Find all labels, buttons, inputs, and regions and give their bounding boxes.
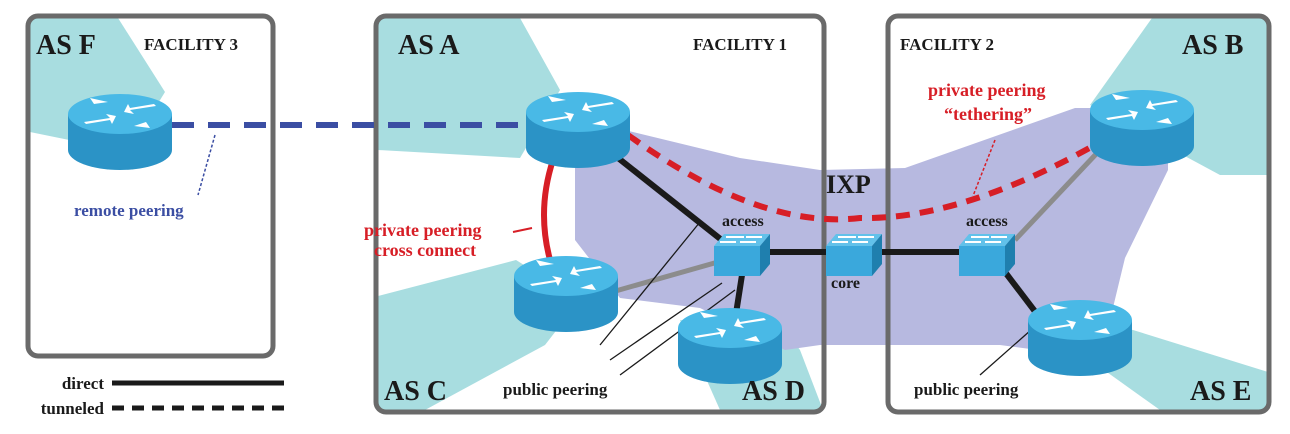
router-as-d-icon — [678, 308, 782, 384]
legend-direct-label: direct — [62, 374, 105, 393]
tethering-line2: “tethering” — [944, 104, 1032, 124]
as-d-label: AS D — [742, 376, 805, 407]
router-as-c-icon — [514, 256, 618, 332]
router-as-e-icon — [1028, 300, 1132, 376]
cross-connect-link — [541, 159, 556, 271]
public-peering-label-2: public peering — [914, 380, 1019, 399]
facility-2-frame — [885, 13, 1272, 415]
core-switch-icon — [825, 233, 883, 277]
router-as-b-icon — [1090, 90, 1194, 166]
link-asA-access — [606, 147, 730, 248]
as-c-label: AS C — [384, 376, 447, 407]
link-asC-access — [611, 259, 719, 295]
link-access2-asE — [1002, 270, 1043, 320]
link-access2-asB — [1013, 150, 1100, 242]
ixp-label: IXP — [826, 170, 871, 199]
facility-1-label: FACILITY 1 — [693, 35, 787, 54]
access-1-label: access — [722, 213, 764, 230]
router-as-a-icon — [526, 92, 630, 168]
as-e-label: AS E — [1190, 376, 1251, 407]
private-peering-cross-line1: private peering — [364, 220, 481, 240]
legend: direct tunneled — [41, 374, 284, 418]
public-peering-label-1: public peering — [503, 380, 608, 399]
facility-2-label: FACILITY 2 — [900, 35, 994, 54]
access-2-label: access — [966, 213, 1008, 230]
remote-peering-label: remote peering — [74, 201, 184, 220]
router-as-f-icon — [68, 94, 172, 170]
facility-3-frame — [25, 13, 276, 359]
as-b-label: AS B — [1182, 30, 1243, 61]
tethering-line1: private peering — [928, 80, 1045, 100]
tethering-link — [626, 132, 1097, 223]
facility-3-label: FACILITY 3 — [144, 35, 238, 54]
access-switch-1-icon — [713, 233, 771, 277]
core-label: core — [831, 275, 860, 292]
links — [172, 122, 1100, 321]
access-switch-2-icon — [958, 233, 1016, 277]
as-f-label: AS F — [36, 30, 96, 61]
as-a-label: AS A — [398, 30, 460, 61]
legend-tunneled-label: tunneled — [41, 399, 105, 418]
private-peering-cross-line2: cross connect — [374, 240, 476, 260]
facility-1-frame — [373, 13, 827, 415]
